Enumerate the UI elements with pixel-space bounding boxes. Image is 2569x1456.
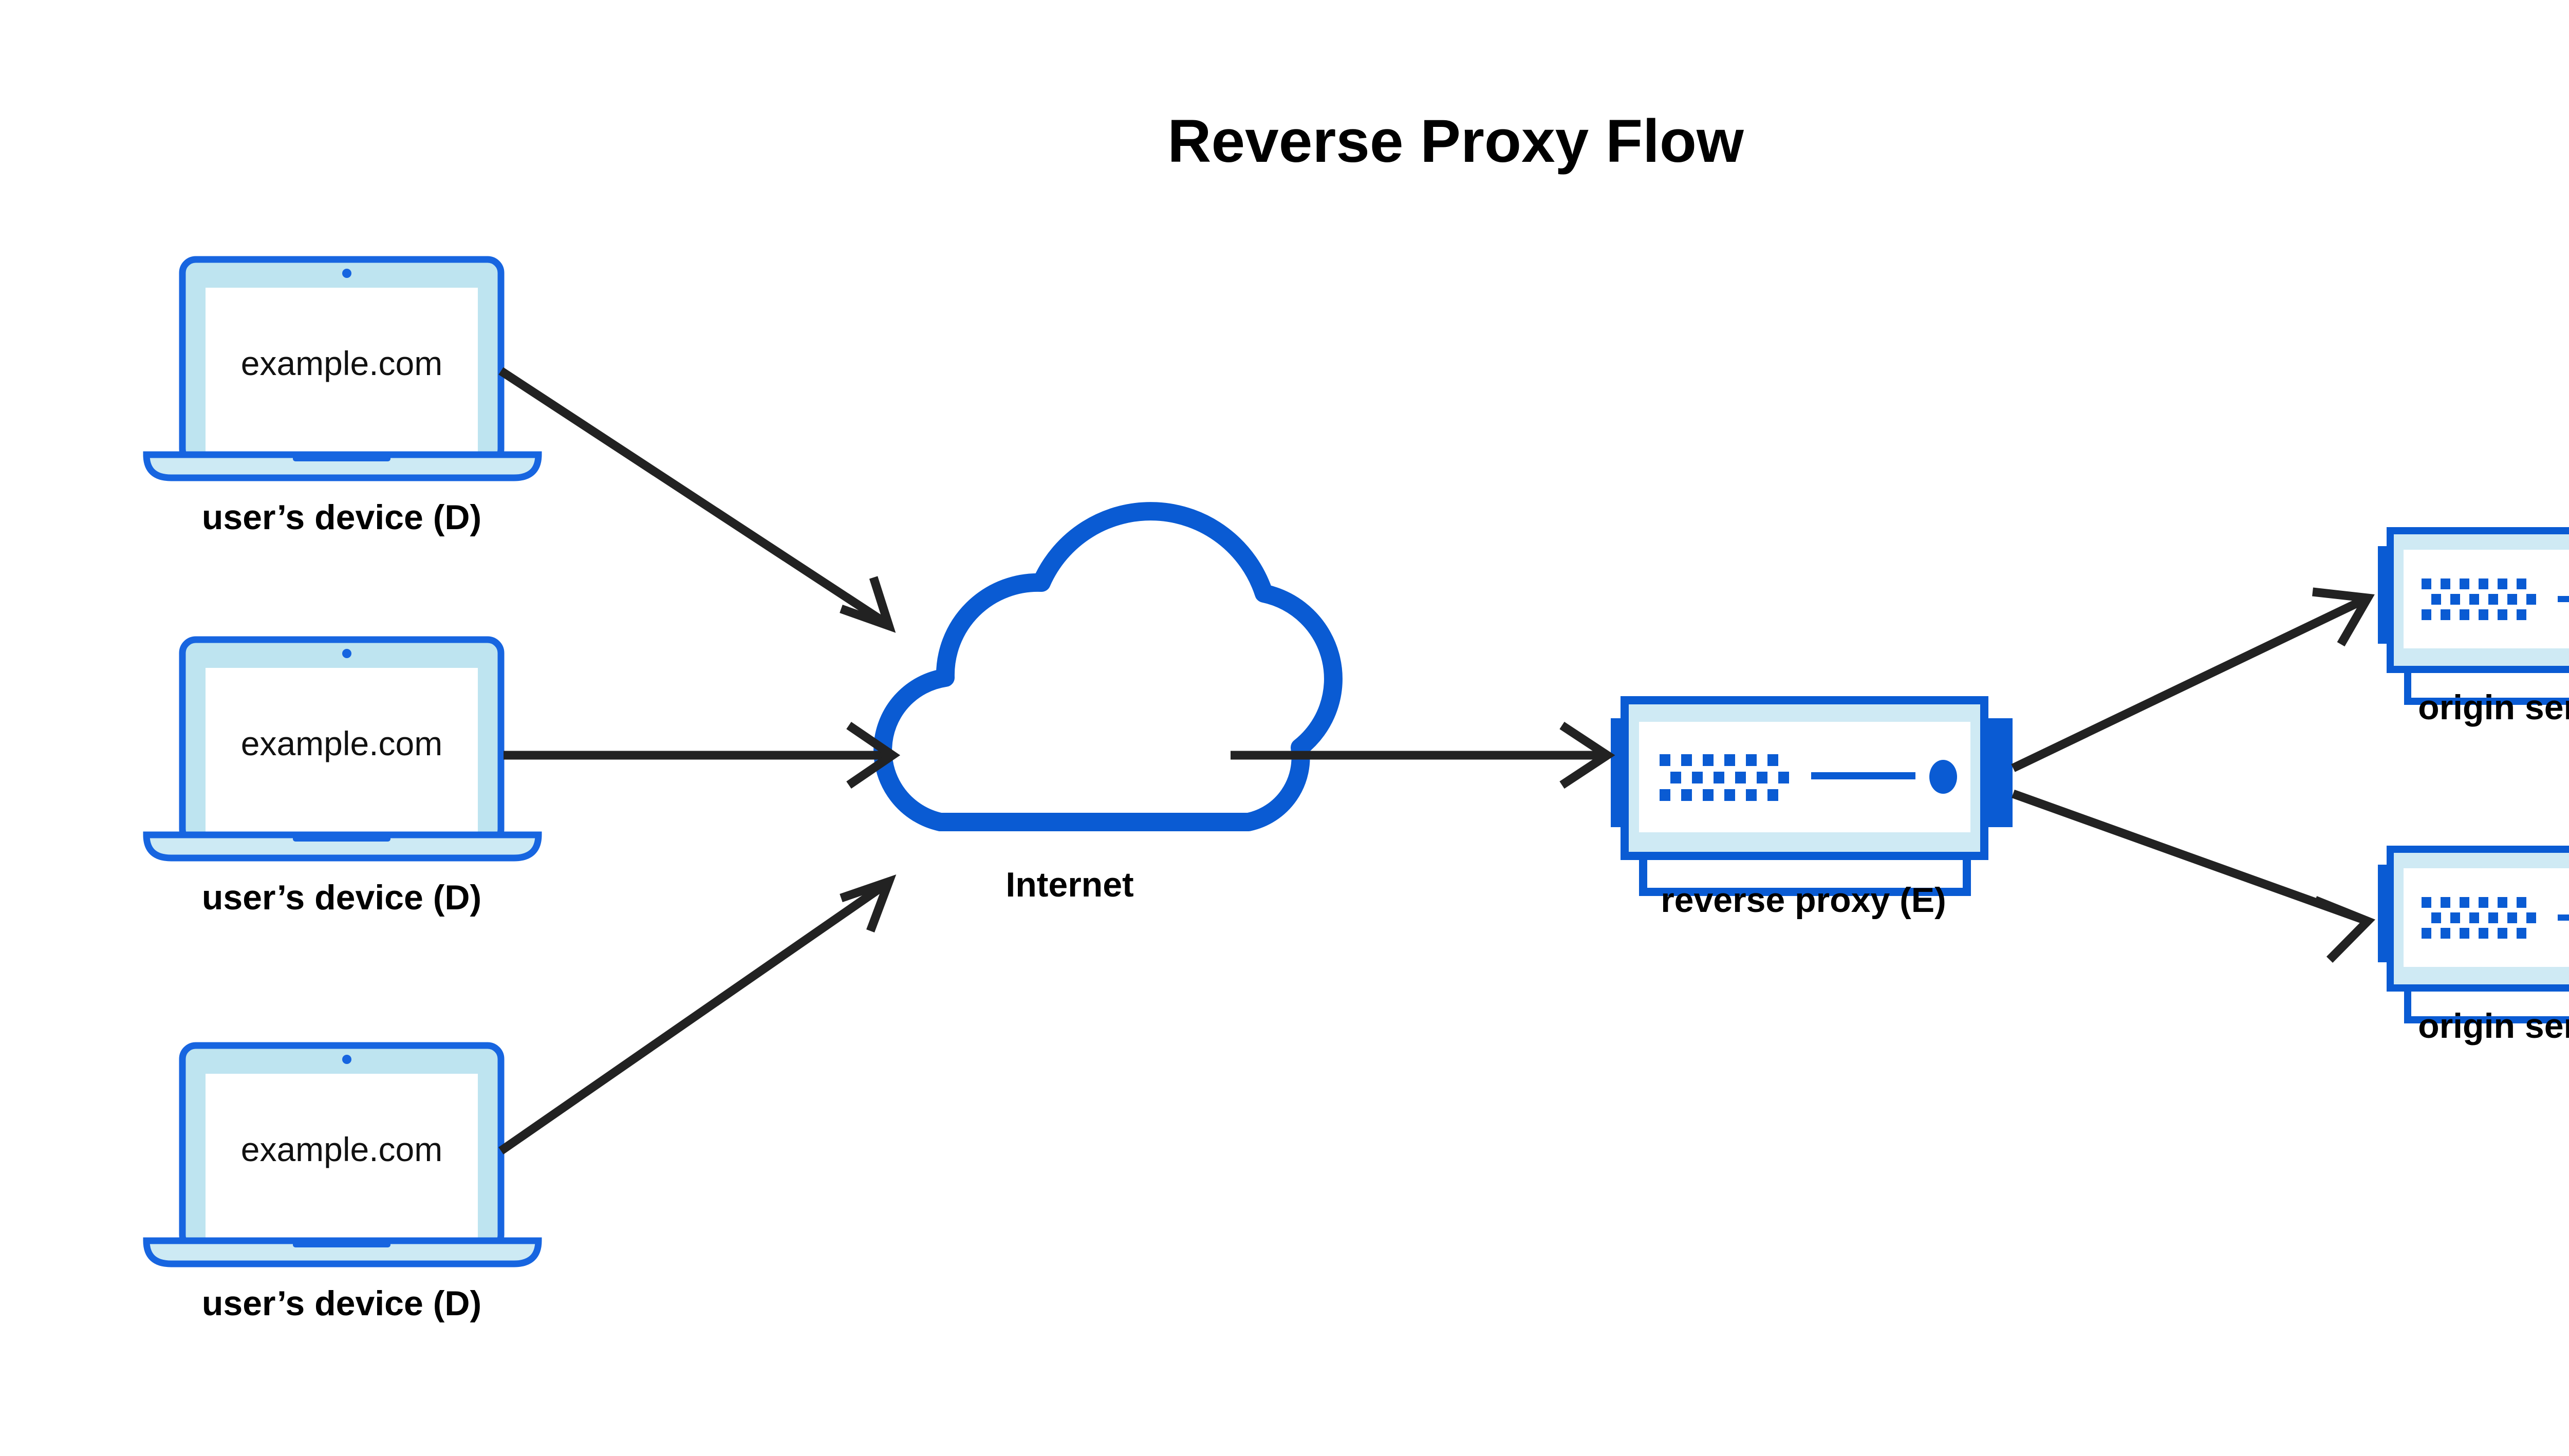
client-laptop-top[interactable]: example.com user’s device (D) (143, 256, 542, 537)
server-faceplate (2404, 868, 2569, 967)
edge-client-bottom-to-internet (498, 874, 897, 1154)
internet-cloud[interactable]: Internet (873, 502, 1343, 904)
server-led-grid (2422, 897, 2536, 939)
laptop-screen-url: example.com (241, 1130, 443, 1168)
server-status-light (1929, 760, 1957, 794)
laptop-base (143, 451, 542, 481)
edge-client-middle-to-internet (504, 721, 901, 789)
laptop-trackpad-notch (293, 454, 390, 461)
laptop-screen-url: example.com (241, 344, 443, 382)
client-laptop-bottom[interactable]: example.com user’s device (D) (143, 1042, 542, 1323)
laptop-camera-icon (342, 269, 351, 278)
reverse-proxy-label: reverse proxy (E) (1661, 881, 1946, 920)
server-led-grid (1660, 754, 1789, 801)
laptop-trackpad-notch (293, 834, 390, 842)
edge-client-top-to-internet (498, 367, 896, 633)
server-shelf (2404, 984, 2569, 1023)
origin-server-top[interactable]: origin server (F) (2378, 527, 2569, 727)
client-middle-label: user’s device (D) (202, 878, 481, 917)
server-slot-line (1811, 772, 1915, 779)
server-shelf (2404, 666, 2569, 705)
origin-server-bottom[interactable]: origin server (F) (2378, 846, 2569, 1046)
laptop-camera-icon (342, 1055, 351, 1064)
laptop-base (143, 831, 542, 862)
cloud-icon (873, 502, 1343, 831)
laptop-screen (206, 668, 478, 835)
client-laptop-middle[interactable]: example.com user’s device (D) (143, 636, 542, 917)
internet-label: Internet (1006, 865, 1133, 904)
flow-arrows (498, 367, 2376, 1154)
edge-proxy-to-origin-bottom (2012, 790, 2376, 963)
origin-top-label: origin server (F) (2418, 688, 2569, 727)
laptop-trackpad-notch (293, 1240, 390, 1247)
edge-internet-to-proxy (1231, 721, 1615, 789)
server-slot-line (2558, 596, 2569, 602)
reverse-proxy-server[interactable]: reverse proxy (E) (1611, 696, 2013, 920)
server-faceplate (2404, 550, 2569, 648)
laptop-camera-icon (342, 649, 351, 658)
server-faceplate (1639, 722, 1970, 832)
laptop-screen (206, 1074, 478, 1241)
server-shelf (1639, 852, 1971, 896)
origin-bottom-label: origin server (F) (2418, 1006, 2569, 1046)
server-led-grid (2422, 578, 2536, 620)
laptop-screen-url: example.com (241, 724, 443, 762)
laptop-screen (206, 288, 478, 455)
client-bottom-label: user’s device (D) (202, 1284, 481, 1323)
client-top-label: user’s device (D) (202, 498, 481, 537)
page-title: Reverse Proxy Flow (1167, 107, 1744, 175)
edge-proxy-to-origin-top (2011, 587, 2375, 772)
laptop-base (143, 1237, 542, 1267)
server-slot-line (2558, 914, 2569, 921)
